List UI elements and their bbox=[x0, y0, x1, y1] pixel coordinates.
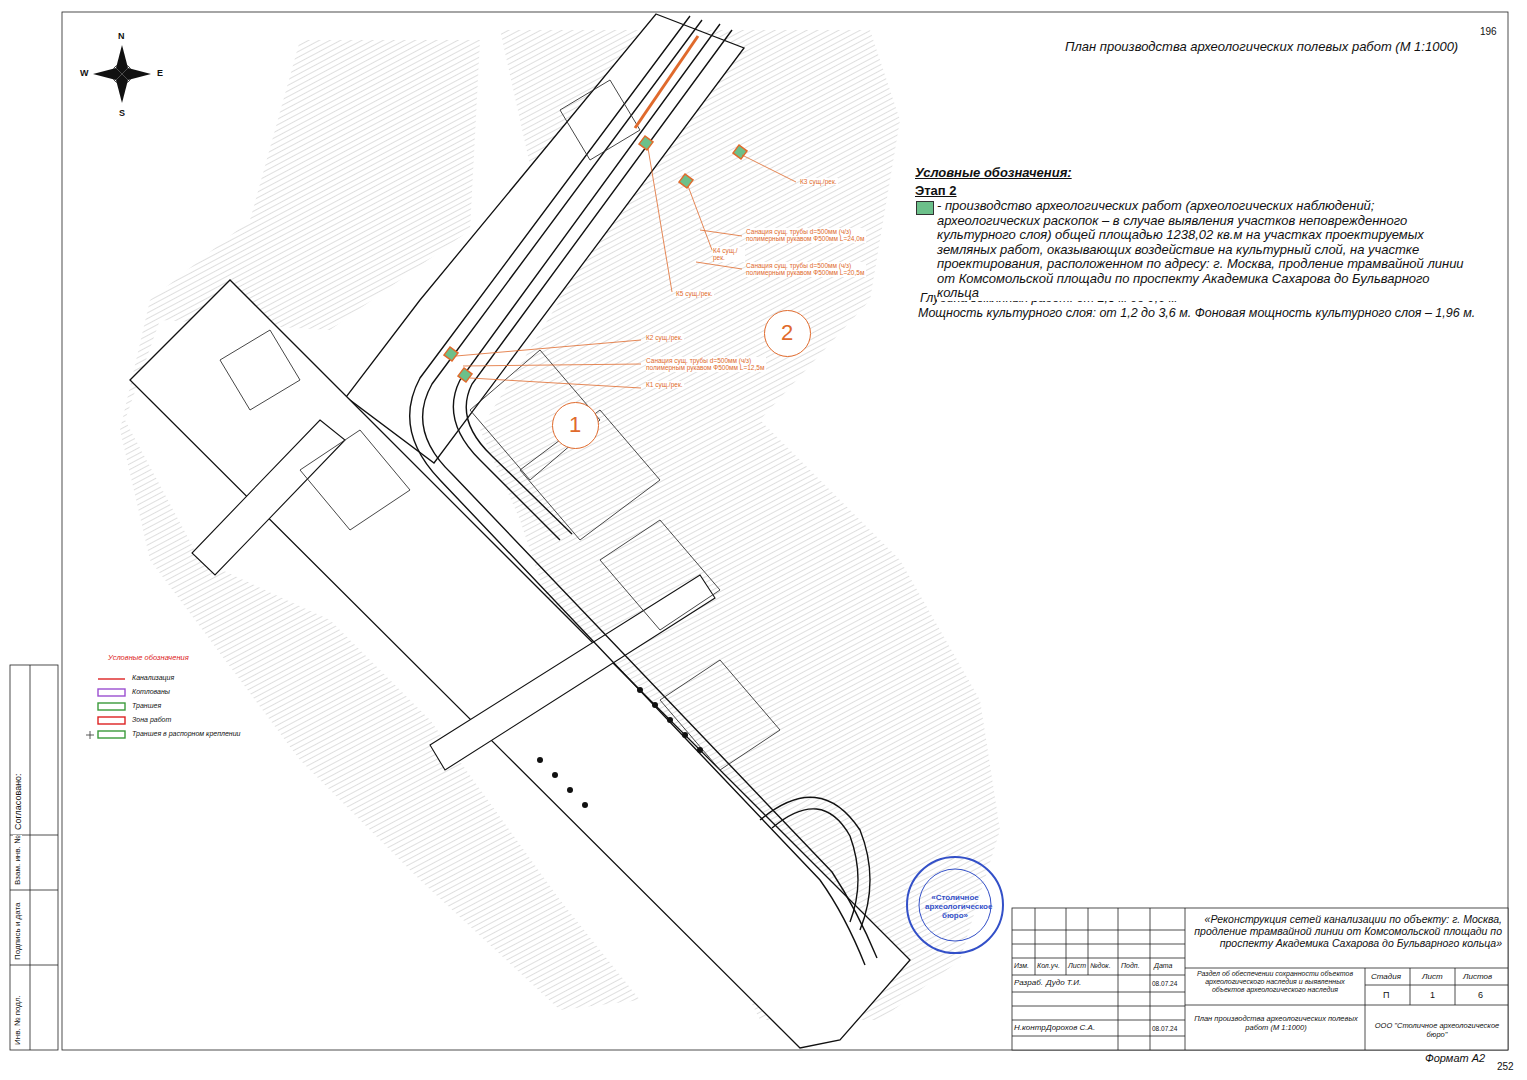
archaeology-zone bbox=[444, 136, 747, 382]
seal-text: «Столичное археологическое бюро» bbox=[925, 893, 985, 921]
side-stamp bbox=[10, 665, 58, 1050]
pipe-note: Санация сущ. трубы d=500мм (ч/з) полимер… bbox=[746, 262, 866, 277]
table-header: Листов bbox=[1463, 972, 1492, 981]
street bbox=[346, 14, 744, 463]
legend-text: Траншея bbox=[132, 702, 161, 710]
note-text: Мощность культурного слоя: от 1,2 до 3,6… bbox=[918, 306, 1503, 320]
table-header: Лист bbox=[1422, 972, 1443, 981]
table-cell: Дудо Т.И. bbox=[1046, 978, 1081, 987]
side-street bbox=[430, 575, 715, 770]
table-cell: Н.контр. bbox=[1014, 1023, 1048, 1032]
compass-letter: W bbox=[80, 68, 89, 78]
tram-track bbox=[410, 16, 877, 965]
avenue bbox=[130, 280, 910, 1048]
table-cell: 08.07.24 bbox=[1152, 1025, 1177, 1032]
pipe-note: Санация сущ. трубы d=500мм (ч/з) полимер… bbox=[646, 357, 766, 372]
table-cell: Дорохов С.А. bbox=[1046, 1023, 1095, 1032]
table-cell: Разраб. bbox=[1014, 978, 1043, 987]
well-label: К3 сущ./рек. bbox=[800, 178, 838, 185]
well-label: К1 сущ./рек. bbox=[646, 381, 684, 388]
table-cell: П bbox=[1383, 990, 1389, 1000]
table-cell: 08.07.24 bbox=[1152, 980, 1177, 987]
building-outline bbox=[220, 80, 780, 770]
stamp-field: Инв. № подл. bbox=[13, 995, 22, 1045]
stamp-field: Взам. инв. № bbox=[13, 835, 22, 885]
table-header: Стадия bbox=[1371, 972, 1401, 981]
compass-letter: E bbox=[157, 68, 163, 78]
well-label: К5 сущ./рек. bbox=[676, 290, 714, 297]
sewer-line bbox=[456, 36, 796, 388]
side-street bbox=[192, 420, 345, 575]
sheet-name: План производства археологических полевы… bbox=[1190, 1015, 1362, 1032]
callout-circle: 1 bbox=[552, 402, 599, 449]
section-name: Раздел об обеспечении сохранности объект… bbox=[1188, 970, 1362, 994]
company-name: ООО "Столичное археологическое бюро" bbox=[1368, 1022, 1506, 1039]
company-seal bbox=[907, 857, 1003, 953]
legend-swatch bbox=[916, 201, 934, 215]
legend-text: Котлованы bbox=[132, 688, 170, 696]
table-header: №док. bbox=[1090, 962, 1111, 970]
page-number: 252 bbox=[1497, 1061, 1514, 1073]
legend-text: Канализация bbox=[132, 674, 174, 682]
stamp-field: Подпись и дата bbox=[13, 902, 22, 960]
project-name: «Реконструкция сетей канализации по объе… bbox=[1190, 913, 1502, 949]
table-cell: 1 bbox=[1430, 990, 1435, 1000]
tree-marks bbox=[537, 687, 703, 808]
callout-circle: 2 bbox=[764, 310, 811, 357]
compass-rose bbox=[93, 45, 151, 103]
callout-number: 2 bbox=[781, 320, 793, 346]
compass-letter: N bbox=[118, 31, 125, 41]
callout-number: 1 bbox=[569, 412, 581, 438]
stage-heading: Этап 2 bbox=[915, 184, 957, 199]
sheet-title: План производства археологических полевы… bbox=[1065, 40, 1458, 55]
legend-heading: Условные обозначения: bbox=[915, 166, 1072, 181]
legend-sample bbox=[86, 679, 125, 739]
pipe-note: Санация сущ. трубы d=500мм (ч/з) полимер… bbox=[746, 228, 866, 243]
title-block bbox=[1012, 908, 1508, 1050]
table-header: Подп. bbox=[1121, 962, 1140, 970]
table-header: Дата bbox=[1154, 962, 1172, 970]
stamp-field: Согласовано: bbox=[13, 773, 23, 830]
well-label: К4 сущ./рек. bbox=[713, 247, 745, 262]
legend-text: - производство археологических работ (ар… bbox=[937, 199, 1472, 301]
page-number: 196 bbox=[1480, 26, 1497, 38]
table-cell: 6 bbox=[1478, 990, 1483, 1000]
sheet-frame bbox=[62, 12, 1508, 1050]
legend-heading: Условные обозначения bbox=[108, 654, 189, 663]
legend-text: Траншея в распорном креплении bbox=[132, 730, 241, 738]
table-header: Изм. bbox=[1014, 962, 1029, 970]
sheet-format: Формат А2 bbox=[1425, 1052, 1485, 1065]
legend-text: Зона работ bbox=[132, 716, 171, 724]
compass-letter: S bbox=[119, 108, 125, 118]
table-header: Лист bbox=[1068, 962, 1086, 970]
well-label: К2 сущ./рек. bbox=[646, 334, 684, 341]
table-header: Кол.уч. bbox=[1037, 962, 1060, 970]
